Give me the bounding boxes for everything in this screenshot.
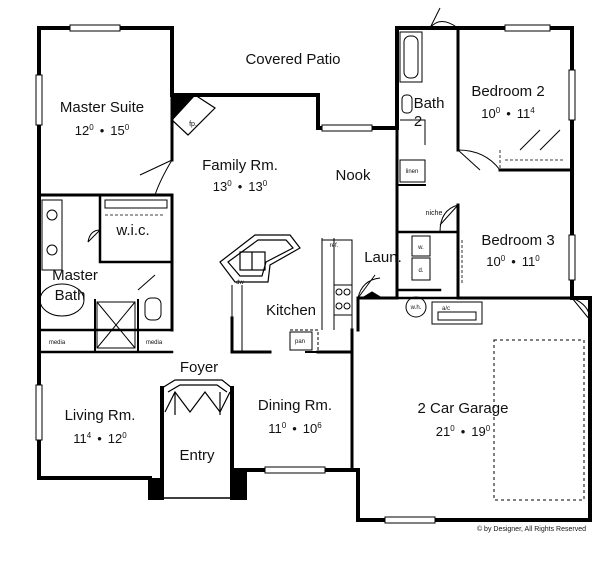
ac-unit bbox=[431, 301, 483, 325]
tub-master bbox=[39, 283, 85, 317]
bath2-fixtures bbox=[399, 31, 426, 183]
laundry-walls bbox=[395, 230, 460, 292]
entry-bay bbox=[161, 379, 233, 415]
master-suite-bottom-wall bbox=[37, 193, 174, 332]
label-bath2: Bath bbox=[414, 95, 445, 112]
label-master-bath-2: Bath bbox=[55, 287, 86, 304]
label-master-bath-1: Master bbox=[52, 267, 98, 284]
window-bedroom2-right bbox=[568, 69, 576, 121]
bedroom3-walls bbox=[456, 203, 574, 300]
dim-family-room: 130•130 bbox=[213, 179, 268, 194]
master-bath-walls bbox=[37, 328, 174, 354]
shower-master bbox=[96, 301, 136, 349]
label-bedroom3: Bedroom 3 bbox=[481, 232, 554, 249]
label-bath2-number: 2 bbox=[414, 113, 422, 130]
label-linen: linen bbox=[406, 169, 419, 175]
copyright-notice: © by Designer, All Rights Reserved bbox=[477, 525, 586, 533]
pantry bbox=[289, 331, 313, 351]
dim-bedroom2: 100•114 bbox=[481, 106, 535, 121]
exterior-wall-top-right bbox=[456, 26, 574, 300]
window-garage-bottom bbox=[384, 516, 436, 524]
label-bedroom2: Bedroom 2 bbox=[471, 83, 544, 100]
dim-garage: 210•190 bbox=[436, 424, 491, 439]
dim-bedroom3: 100•110 bbox=[486, 254, 540, 269]
door-laundry bbox=[357, 274, 381, 299]
label-covered-patio: Covered Patio bbox=[245, 51, 340, 68]
label-niche: niche bbox=[426, 210, 443, 217]
doors bbox=[87, 7, 591, 321]
toilet-master bbox=[144, 297, 162, 321]
label-pantry: pan bbox=[295, 339, 305, 345]
label-media-left: media bbox=[49, 340, 66, 346]
label-nook: Nook bbox=[335, 167, 371, 184]
windows bbox=[35, 24, 576, 524]
label-master-suite: Master Suite bbox=[60, 99, 144, 116]
label-laundry: Laun. bbox=[364, 249, 402, 266]
vanity-bath2 bbox=[400, 119, 426, 145]
label-washer: w. bbox=[417, 245, 424, 251]
linen-closet bbox=[399, 159, 426, 183]
label-ac: a/c bbox=[442, 306, 450, 312]
dim-living-room: 114•120 bbox=[73, 431, 127, 446]
water-heater bbox=[405, 296, 427, 318]
laundry-fixtures bbox=[305, 235, 585, 501]
garage-step bbox=[360, 291, 384, 299]
range bbox=[333, 284, 353, 316]
label-living-room: Living Rm. bbox=[65, 407, 136, 424]
door-garage-side bbox=[571, 297, 591, 321]
label-garage: 2 Car Garage bbox=[418, 400, 509, 417]
label-media-right: media bbox=[146, 340, 163, 346]
label-foyer: Foyer bbox=[180, 359, 218, 376]
corner-blocks bbox=[150, 470, 245, 498]
label-fireplace: fp. bbox=[189, 121, 197, 128]
window-dining-bottom bbox=[264, 466, 326, 474]
door-wic bbox=[87, 229, 101, 243]
dim-dining-room: 110•106 bbox=[268, 421, 322, 436]
kitchen-counters bbox=[231, 238, 353, 352]
label-entry: Entry bbox=[179, 447, 215, 464]
tub-bath2 bbox=[399, 31, 423, 83]
label-ref: ref. bbox=[330, 243, 339, 249]
dim-master-suite: 120•150 bbox=[75, 123, 130, 138]
dryer bbox=[411, 257, 431, 281]
label-wic: w.i.c. bbox=[115, 222, 149, 239]
label-water-heater: w.h. bbox=[410, 305, 422, 311]
door-bedroom3 bbox=[439, 204, 459, 233]
label-kitchen: Kitchen bbox=[266, 302, 316, 319]
door-bedroom2 bbox=[457, 149, 501, 171]
door-closet-b2 bbox=[519, 129, 561, 151]
garage-door bbox=[493, 339, 585, 501]
label-family-room: Family Rm. bbox=[202, 157, 278, 174]
nook-right-wall bbox=[356, 126, 399, 332]
vanity-master bbox=[41, 199, 63, 271]
window-master-left bbox=[35, 74, 43, 126]
label-dryer: d. bbox=[418, 268, 423, 274]
window-patio-right bbox=[321, 124, 373, 132]
door-bath-top bbox=[429, 7, 459, 29]
toilet-bath2 bbox=[401, 94, 413, 114]
window-living-left bbox=[35, 384, 43, 441]
window-master-top bbox=[69, 24, 121, 32]
master-bath-div bbox=[94, 299, 139, 353]
door-master-suite bbox=[139, 159, 173, 196]
exterior-wall-top-left bbox=[37, 26, 174, 97]
exterior-wall-entry bbox=[148, 386, 247, 500]
wic-walls bbox=[98, 193, 174, 264]
label-dishwasher: dw bbox=[236, 280, 244, 286]
label-dining-room: Dining Rm. bbox=[258, 397, 332, 414]
washer bbox=[411, 235, 431, 257]
kitchen-island bbox=[219, 234, 301, 283]
exterior-wall-left bbox=[37, 26, 152, 480]
labels: Covered Patio Master Suite 120•150 Famil… bbox=[49, 51, 586, 533]
window-bedroom3-right bbox=[568, 234, 576, 281]
window-bedroom2-top bbox=[504, 24, 551, 32]
wic-shelf bbox=[104, 199, 168, 209]
exterior-wall-right-garage bbox=[356, 296, 592, 522]
master-bath-fixtures bbox=[39, 199, 168, 349]
fireplace bbox=[171, 94, 216, 136]
closet-lines bbox=[105, 150, 565, 285]
